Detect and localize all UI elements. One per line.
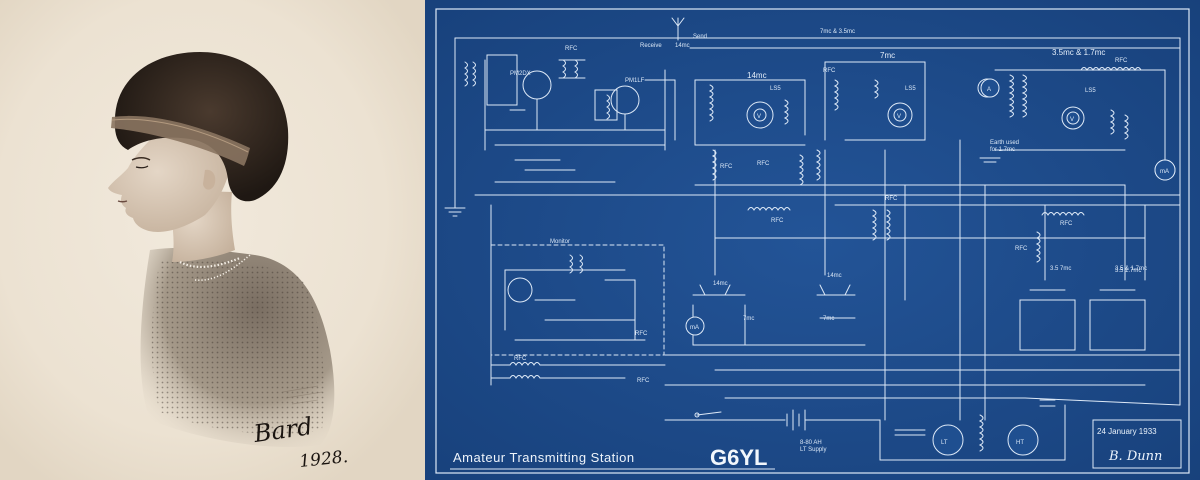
pearl-necklace xyxy=(179,256,241,269)
meter-label: A xyxy=(987,87,991,93)
receiver-section xyxy=(464,54,676,183)
ammeter-a xyxy=(980,78,1000,98)
rfc-label: RFC xyxy=(635,331,648,337)
rfc-label: RFC xyxy=(514,356,527,362)
tube-label: PM1LF xyxy=(625,78,645,84)
switch-label: 3.5 1.7mc xyxy=(1115,268,1141,274)
milliammeter-right xyxy=(1154,159,1176,181)
meter-lt xyxy=(932,424,964,456)
band-label: 3.5mc & 1.7mc xyxy=(1052,48,1105,57)
meter-label: LT xyxy=(941,440,948,446)
rfc-label: RFC xyxy=(1015,246,1028,252)
rfc-label: RFC xyxy=(720,164,733,170)
blueprint-border xyxy=(435,8,1190,474)
switch-group-mid xyxy=(816,284,856,319)
antenna-label: 14mc xyxy=(675,43,690,49)
meter-label: HT xyxy=(1016,440,1024,446)
rfc-label: RFC xyxy=(565,46,578,52)
antenna-label: Receive xyxy=(640,43,662,49)
milliammeter-left xyxy=(685,316,705,336)
rfc-label: RFC xyxy=(771,218,784,224)
meter-label: mA xyxy=(1160,169,1169,175)
band-label: 7mc & 3.5mc xyxy=(820,29,855,35)
meter-label: mA xyxy=(690,325,699,331)
earth-note: Earth used xyxy=(990,140,1019,146)
lt-battery xyxy=(786,409,881,431)
switch-label: 14mc xyxy=(713,281,728,287)
relay-box-2 xyxy=(1089,299,1146,351)
supply-note: LT Supply xyxy=(800,447,826,453)
stage-14mc xyxy=(694,79,821,186)
rfc-label: RFC xyxy=(637,378,650,384)
rfc-label: RFC xyxy=(1060,221,1073,227)
band-label: 7mc xyxy=(880,51,895,60)
antenna-label: Send xyxy=(693,34,707,40)
meter-ht xyxy=(1007,424,1039,456)
relay-box-1 xyxy=(1019,299,1076,351)
meter-label: V xyxy=(757,114,761,120)
tube-label: PM2DX xyxy=(510,71,531,77)
rfc-coil-mid-left xyxy=(747,207,791,211)
headband xyxy=(111,115,250,166)
blueprint-title-prefix: Amateur Transmitting Station xyxy=(453,450,635,465)
supply-note: 8-80 AH xyxy=(800,440,822,446)
tube-label: LS5 xyxy=(1085,88,1096,94)
rfc-label: RFC xyxy=(823,68,836,74)
meter-label: V xyxy=(1070,117,1074,123)
rfc-label: RFC xyxy=(885,196,898,202)
portrait-photo: Bard 1928. xyxy=(0,0,425,480)
rfc-coil-mid-right xyxy=(1041,212,1085,216)
band-label: 14mc xyxy=(747,71,767,80)
tube-label: LS5 xyxy=(905,86,916,92)
blueprint-callsign: G6YL xyxy=(710,445,767,470)
stage-7mc xyxy=(824,61,926,141)
monitor-label: Monitor xyxy=(550,239,570,245)
blueprint-signature: B. Dunn xyxy=(1108,449,1162,464)
antenna-symbol xyxy=(671,17,685,33)
supply-coil xyxy=(978,414,984,452)
left-rfc-coil xyxy=(509,362,541,366)
switch-label: 14mc xyxy=(827,273,842,279)
band-label: 3.5 & 1.7mc xyxy=(1115,266,1147,272)
stage-3-5-1-7mc xyxy=(977,67,1176,181)
blueprint-date: 24 January 1933 xyxy=(1097,427,1157,436)
date-box xyxy=(1092,419,1182,469)
meter-label: V xyxy=(897,114,901,120)
tube-label: LS5 xyxy=(770,86,781,92)
rfc-label: RFC xyxy=(1115,58,1128,64)
switch-label: 3.5 7mc xyxy=(1050,266,1071,272)
monitor-circuit xyxy=(504,254,646,341)
portrait-photo-panel: Bard 1928. xyxy=(0,0,425,480)
switch-label: 7mc xyxy=(743,316,754,322)
face-profile xyxy=(108,131,232,232)
rfc-label: RFC xyxy=(757,161,770,167)
switch-label: 7mc xyxy=(823,316,834,322)
earth-note: for 1.7mc xyxy=(990,147,1015,153)
photographer-stamp xyxy=(282,385,323,405)
